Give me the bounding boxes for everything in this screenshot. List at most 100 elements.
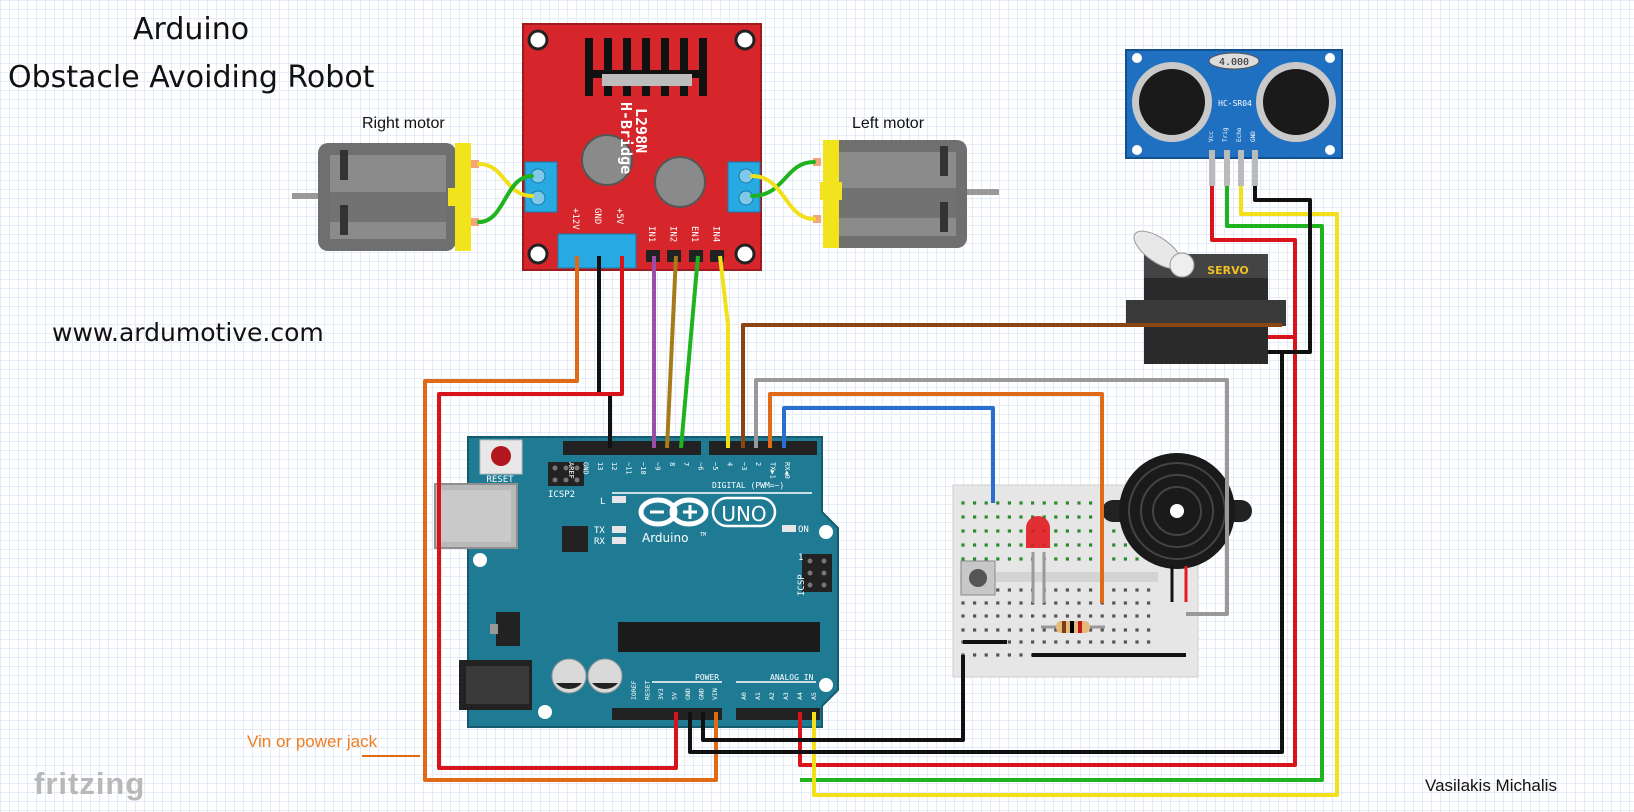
sensor-model: HC-SR04 [1218,99,1252,108]
digital-pin-label: ~3 [740,462,748,470]
breadboard-hole [1019,557,1023,561]
breadboard-hole [1019,543,1023,547]
breadboard-hole [1007,557,1011,561]
hbridge-name-1: L298N [632,108,650,153]
power-pin-label: GND [684,688,692,700]
breadboard-hole [1112,588,1116,592]
breadboard-hole [1007,588,1011,592]
power-label: POWER [695,673,719,682]
digital-pin-label: 7 [682,462,690,466]
red-led [1026,516,1050,603]
breadboard-hole [1054,529,1058,533]
breadboard [952,453,1252,678]
breadboard-hole [1123,628,1127,632]
led-l-label: L [600,497,605,507]
breadboard-hole [1054,501,1058,505]
digital-pin-label: AREF [567,462,575,479]
breadboard-hole [1147,640,1151,644]
power-pin-label: 3V3 [657,688,665,700]
analog-header [736,708,820,720]
breadboard-hole [1031,640,1035,644]
breadboard-hole [961,501,965,505]
sensor-pin-label: Trig [1222,127,1229,142]
hbridge-control-pin-label: IN2 [668,226,678,242]
hbridge-capacitor [581,134,633,186]
breadboard-hole [1042,614,1046,618]
wire-breadboard-gnd [701,655,965,742]
breadboard-hole [1065,601,1069,605]
buzzer [1102,453,1252,602]
breadboard-hole [996,515,1000,519]
servo-label: SERVO [1207,264,1249,277]
breadboard-hole [1089,515,1093,519]
author-label: Vasilakis Michalis [1425,776,1557,795]
breadboard-hole [1019,614,1023,618]
hbridge-power-pin-label: +12V [570,208,580,230]
breadboard-hole [1054,614,1058,618]
breadboard-hole [1054,543,1058,547]
breadboard-hole [1054,588,1058,592]
breadboard-hole [1135,640,1139,644]
breadboard-hole [1077,640,1081,644]
breadboard-hole [984,501,988,505]
breadboard-hole [1123,588,1127,592]
sensor-pin [1252,150,1258,186]
website-label: www.ardumotive.com [52,318,324,347]
rx-label: RX [594,537,605,547]
wire-hbridge-gnd [597,256,612,448]
analog-pin-label: A2 [768,692,776,700]
breadboard-hole [961,628,965,632]
fritzing-logo: fritzing [34,766,146,801]
resistor [1041,621,1105,633]
icsp-label: ICSP [797,574,807,596]
breadboard-hole [1019,515,1023,519]
power-pin-label: RESET [644,680,652,700]
sensor-pin-label: Echo [1236,127,1243,142]
breadboard-hole [1031,501,1035,505]
hbridge-power-pin-label: GND [592,208,602,224]
breadboard-hole [996,614,1000,618]
digital-label: DIGITAL (PWM=~) [712,481,784,490]
reset-label: RESET [486,475,514,485]
breadboard-hole [973,653,977,657]
breadboard-hole [961,543,965,547]
power-note: Vin or power jack [247,732,378,751]
breadboard-hole [973,557,977,561]
usb-chip [562,526,588,552]
arduino-logo [638,496,777,528]
breadboard-hole [973,529,977,533]
wire-sensor-vcc [798,186,1297,767]
breadboard-hole [1065,588,1069,592]
hbridge-control-pin-label: IN1 [646,226,656,242]
icsp2-header [548,462,584,486]
breadboard-hole [1007,601,1011,605]
atmega-chip [618,622,820,652]
breadboard-hole [1054,601,1058,605]
breadboard-hole [1077,529,1081,533]
on-label: ON [798,525,809,535]
push-button[interactable] [960,560,996,596]
breadboard-hole [961,601,965,605]
breadboard-hole [1065,543,1069,547]
breadboard-hole [984,628,988,632]
breadboard-hole [1077,515,1081,519]
wires [423,186,1339,797]
sensor-pin [1238,150,1244,186]
breadboard-hole [1054,640,1058,644]
power-header [612,708,722,720]
breadboard-hole [1019,588,1023,592]
digital-pin-label: ~11 [625,462,633,475]
breadboard-hole [1042,515,1046,519]
hbridge-control-pin-label: EN1 [689,226,699,242]
breadboard-hole [1042,640,1046,644]
breadboard-hole [1077,557,1081,561]
breadboard-hole [1077,601,1081,605]
breadboard-hole [1019,529,1023,533]
breadboard-hole [1123,640,1127,644]
breadboard-hole [1007,628,1011,632]
breadboard-hole [996,601,1000,605]
breadboard-hole [1147,628,1151,632]
